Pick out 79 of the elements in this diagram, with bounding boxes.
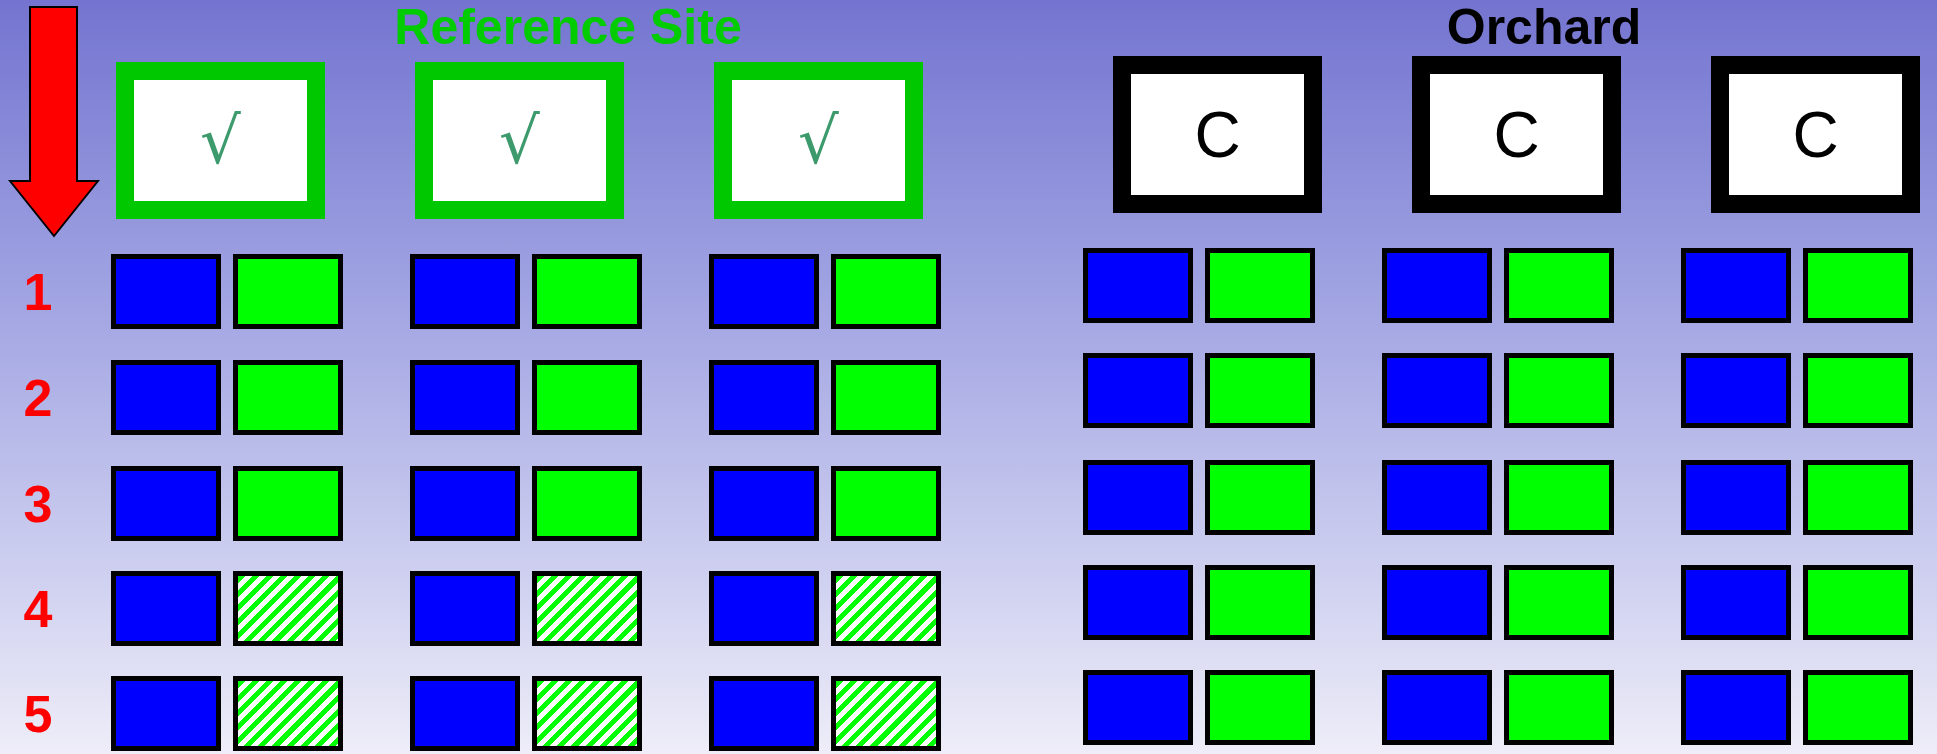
sample-box (410, 676, 520, 751)
sample-box (410, 466, 520, 541)
sample-box (1803, 248, 1913, 323)
hatched-box (831, 676, 941, 751)
label-box (1113, 56, 1322, 213)
sample-box (709, 254, 819, 329)
sample-box (1083, 353, 1193, 428)
sample-box (1382, 353, 1492, 428)
sample-box (233, 254, 343, 329)
sample-box (1504, 353, 1614, 428)
hatched-box (831, 571, 941, 646)
sample-box (1205, 248, 1315, 323)
box-letter: C (1792, 102, 1839, 167)
sample-box (111, 254, 221, 329)
sample-box (831, 466, 941, 541)
sample-box (1382, 248, 1492, 323)
row-number: 3 (22, 478, 54, 530)
hatched-box (532, 571, 642, 646)
label-box (1711, 56, 1920, 213)
row-number: 2 (22, 372, 54, 424)
sample-box (111, 571, 221, 646)
sample-box (1382, 565, 1492, 640)
check-box (415, 62, 624, 219)
sample-box (1681, 248, 1791, 323)
sample-box (1205, 460, 1315, 535)
row-number: 4 (22, 583, 54, 635)
sample-box (532, 254, 642, 329)
sample-box (233, 466, 343, 541)
sample-box (1083, 460, 1193, 535)
section-title: Reference Site (393, 2, 743, 52)
sample-box (111, 676, 221, 751)
check-box (714, 62, 923, 219)
hatched-box (233, 571, 343, 646)
sample-box (1681, 460, 1791, 535)
sample-box (1803, 353, 1913, 428)
sample-box (709, 466, 819, 541)
sample-box (410, 571, 520, 646)
check-mark: √ (798, 108, 839, 173)
sample-box (532, 466, 642, 541)
sample-box (1205, 353, 1315, 428)
sample-box (1504, 670, 1614, 745)
sample-box (831, 254, 941, 329)
sample-box (1083, 565, 1193, 640)
sample-box (1083, 248, 1193, 323)
row-number: 1 (22, 266, 54, 318)
sample-box (1681, 565, 1791, 640)
box-letter: C (1493, 102, 1540, 167)
hatched-box (233, 676, 343, 751)
sample-box (111, 360, 221, 435)
sample-box (1681, 353, 1791, 428)
sample-box (831, 360, 941, 435)
sample-box (709, 571, 819, 646)
check-mark: √ (499, 108, 540, 173)
sample-box (1803, 670, 1913, 745)
check-box (116, 62, 325, 219)
sample-box (1504, 248, 1614, 323)
sample-box (1504, 460, 1614, 535)
sample-box (709, 360, 819, 435)
sample-box (1205, 670, 1315, 745)
sample-box (1083, 670, 1193, 745)
sample-box (1205, 565, 1315, 640)
sample-box (1803, 460, 1913, 535)
sample-box (111, 466, 221, 541)
sample-box (1382, 670, 1492, 745)
sample-box (1803, 565, 1913, 640)
check-mark: √ (200, 108, 241, 173)
label-box (1412, 56, 1621, 213)
box-letter: C (1194, 102, 1241, 167)
row-number: 5 (22, 688, 54, 740)
sample-box (709, 676, 819, 751)
sample-box (410, 360, 520, 435)
sample-box (410, 254, 520, 329)
sample-box (233, 360, 343, 435)
sample-box (1504, 565, 1614, 640)
hatched-box (532, 676, 642, 751)
sample-box (532, 360, 642, 435)
section-title: Orchard (1445, 2, 1643, 52)
sample-box (1681, 670, 1791, 745)
sample-box (1382, 460, 1492, 535)
